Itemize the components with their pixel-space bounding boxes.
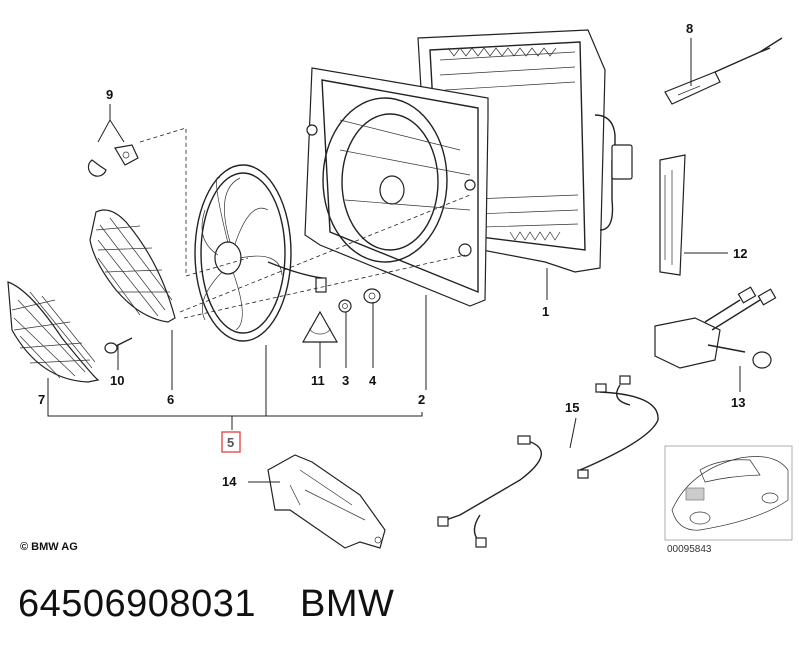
grille [7,281,100,383]
callout-9: 9 [106,87,113,102]
callout-3: 3 [342,373,349,388]
callout-labels: 1 2 3 4 5 6 7 8 9 10 11 12 13 14 15 [38,21,747,489]
callout-15: 15 [565,400,579,415]
callout-10: 10 [110,373,124,388]
callout-2: 2 [418,392,425,407]
copyright-notice: © BMW AG [20,541,78,553]
fan-shroud [304,67,489,307]
nut-and-grommet [338,288,381,313]
series-resistor [664,37,783,105]
callout-13: 13 [731,395,745,410]
brand-name: BMW [299,583,395,625]
callout-1: 1 [542,304,549,319]
figure-id: 00095843 [667,544,712,555]
callout-4: 4 [369,373,377,388]
bracket-strip [659,154,686,276]
callout-7: 7 [38,392,45,407]
callout-5: 5 [227,435,234,450]
leader-lines [47,38,741,483]
mounting-bracket [267,454,386,549]
fan-cowl [89,209,176,323]
footer: 64506908031 BMW [18,583,394,633]
clips [87,144,139,177]
vehicle-thumbnail [664,445,793,541]
callout-8: 8 [686,21,693,36]
callout-12: 12 [733,246,747,261]
callout-11: 11 [311,373,325,388]
callout-5-box [221,431,241,453]
screw [104,337,133,354]
warning-label [301,310,339,343]
part-number: 64506908031 [18,583,256,625]
callout-6: 6 [167,392,174,407]
relay [654,286,777,369]
callout-14: 14 [222,474,237,489]
wiring-harness [437,375,659,548]
